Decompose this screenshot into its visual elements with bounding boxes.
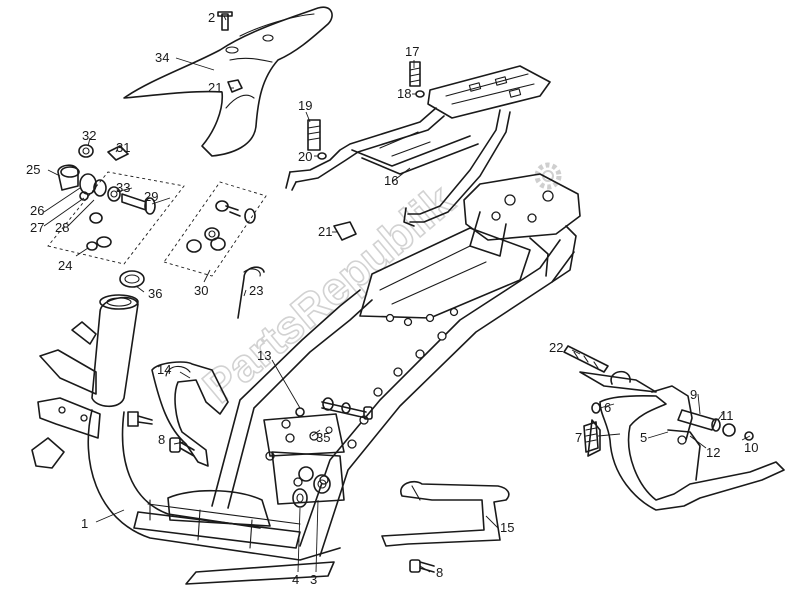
bolt-8-left	[127, 411, 195, 457]
callout-5: 5	[640, 430, 647, 445]
hook-and-ring	[119, 266, 265, 319]
callout-35: 35	[316, 430, 330, 445]
callout-24: 24	[58, 258, 72, 273]
centre-stand	[579, 370, 785, 511]
rear-tail-cover	[123, 6, 333, 157]
callout-8-left: 8	[158, 432, 165, 447]
callout-16: 16	[384, 173, 398, 188]
seat-lock-assembly	[47, 144, 185, 265]
callout-17: 17	[405, 44, 419, 59]
hardware-set	[163, 181, 267, 277]
side-stand-bracket	[381, 480, 510, 573]
watermark: PartsRepublik	[192, 173, 464, 414]
callout-19: 19	[298, 98, 312, 113]
callout-33: 33	[116, 180, 130, 195]
callout-4: 4	[292, 572, 299, 587]
callout-30: 30	[194, 283, 208, 298]
callout-22: 22	[549, 340, 563, 355]
callout-7: 7	[575, 430, 582, 445]
callout-labels: 2 34 21 17 18 19 20 16 21 32 31 25 33 29…	[26, 10, 758, 587]
callout-34: 34	[155, 50, 169, 65]
callout-13: 13	[257, 348, 271, 363]
frame-mounting-bolts	[292, 397, 373, 508]
callout-36: 36	[148, 286, 162, 301]
side-bracket	[151, 361, 229, 467]
rear-luggage-rack	[285, 65, 551, 227]
callout-29: 29	[144, 189, 158, 204]
callout-2: 2	[208, 10, 215, 25]
callout-25: 25	[26, 162, 40, 177]
callout-3: 3	[310, 572, 317, 587]
callout-11: 11	[720, 408, 734, 423]
callout-21-mid: 21	[318, 224, 332, 239]
callout-18: 18	[397, 86, 411, 101]
callout-10: 10	[744, 440, 758, 455]
callout-31: 31	[116, 140, 130, 155]
callout-21-top: 21	[208, 80, 222, 95]
main-frame	[31, 173, 581, 585]
callout-12: 12	[706, 445, 720, 460]
gear-icon	[534, 162, 562, 190]
leader-lines	[43, 15, 751, 573]
callout-28: 28	[55, 220, 69, 235]
callout-15: 15	[500, 520, 514, 535]
callout-23: 23	[249, 283, 263, 298]
callout-20: 20	[298, 149, 312, 164]
callout-6: 6	[604, 400, 611, 415]
callout-14: 14	[157, 362, 171, 377]
callout-1: 1	[81, 516, 88, 531]
callout-32: 32	[82, 128, 96, 143]
callout-26: 26	[30, 203, 44, 218]
svg-text:PartsRepublik: PartsRepublik	[193, 174, 464, 413]
callout-27: 27	[30, 220, 44, 235]
callout-9: 9	[690, 387, 697, 402]
callout-8-bottom: 8	[436, 565, 443, 580]
